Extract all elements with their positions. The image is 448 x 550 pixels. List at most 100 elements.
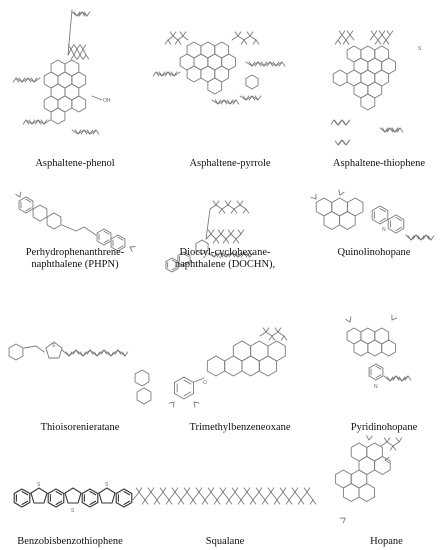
double-bond	[123, 500, 131, 506]
hydrogen-bond	[150, 487, 155, 493]
hydrogen-bond	[172, 31, 177, 37]
hydrogen-bond	[401, 376, 406, 382]
hydrogen-bond	[283, 335, 288, 341]
ring-bond	[371, 205, 389, 225]
hydrogen-bond	[262, 327, 267, 333]
molecule-pyridinohopane: N Pyridinohopane	[320, 310, 448, 440]
ring-bond	[50, 107, 66, 125]
hydrogen-bond	[103, 349, 108, 355]
chain-bond	[193, 377, 205, 383]
molecule-dochn: Dioctyl-cyclohexane- naphthalene (DOCHN)…	[150, 185, 300, 305]
s-atom: S	[105, 482, 109, 488]
hydrogen-bond	[243, 39, 248, 45]
hydrogen-bond	[248, 61, 253, 67]
hydrogen-bond	[261, 499, 266, 505]
hydrogen-bond	[31, 119, 36, 125]
hydrogen-bond	[258, 487, 263, 493]
hydrogen-bond	[180, 499, 185, 505]
hydrogen-bond	[96, 351, 101, 357]
ring-bond	[374, 455, 391, 476]
ring-bond	[81, 488, 99, 508]
chain-bond	[23, 345, 45, 353]
hydrogen-bond	[228, 499, 233, 505]
hydrogen-bond	[162, 487, 167, 493]
hydrogen-bond	[269, 61, 274, 67]
hydrogen-bond	[240, 499, 245, 505]
hydrogen-bond	[392, 375, 397, 381]
hydrogen-bond	[399, 127, 404, 133]
hopane-structure	[335, 435, 403, 524]
ring-bond	[13, 488, 31, 508]
ring-bond	[245, 74, 259, 90]
hydrogen-bond	[204, 499, 209, 505]
hydrogen-bond	[152, 71, 157, 77]
hydrogen-bond	[173, 71, 178, 77]
hydrogen-bond	[427, 235, 432, 241]
hydrogen-bond	[224, 200, 229, 206]
hydrogen-bond	[349, 30, 354, 36]
hydrogen-bond	[266, 61, 271, 67]
hydrogen-bond	[217, 229, 222, 235]
ring-bond	[110, 234, 126, 252]
hydrogen-bond	[193, 401, 196, 408]
molecule-squalane: Squalane	[125, 440, 325, 550]
hydrogen-bond	[338, 30, 343, 36]
hydrogen-bond	[232, 238, 237, 244]
hydrogen-bond	[368, 435, 373, 441]
o-atom: O	[203, 380, 207, 386]
hydrogen-bond	[389, 127, 394, 133]
double-bond	[21, 500, 29, 506]
asphaltene-phenol-label: Asphaltene-phenol	[35, 158, 115, 169]
hydrogen-bond	[141, 499, 146, 505]
hydrogen-bond	[177, 499, 182, 505]
double-bond	[171, 259, 177, 263]
molecule-asphaltene-phenol: OH Asphaltene-phenol	[0, 0, 150, 185]
hydrogen-bond	[257, 61, 262, 67]
ring-bond	[136, 387, 152, 405]
ring-bond	[18, 196, 34, 214]
hydrogen-bond	[382, 39, 387, 45]
hydrogen-bond	[333, 119, 338, 125]
hydrogen-bond	[70, 54, 75, 60]
hydrogen-bond	[394, 127, 399, 133]
hydrogen-bond	[229, 99, 234, 105]
squalane-label: Squalane	[205, 536, 245, 547]
hydrogen-bond	[303, 487, 308, 493]
ring-bond	[206, 355, 226, 377]
hydrogen-bond	[271, 335, 276, 341]
hydrogen-bond	[213, 499, 218, 505]
double-bond	[89, 500, 97, 506]
double-bond	[123, 490, 131, 496]
hydrogen-bond	[78, 11, 83, 17]
hydrogen-bond	[153, 499, 158, 505]
hydrogen-bond	[389, 376, 394, 382]
hydrogen-bond	[82, 54, 87, 60]
ring-bond	[323, 210, 341, 231]
hydrogen-bond	[124, 351, 129, 357]
hydrogen-bond	[246, 487, 251, 493]
hydrogen-bond	[239, 200, 244, 206]
hydrogen-bond	[147, 487, 152, 493]
hydrogen-bond	[392, 445, 397, 451]
double-bond	[117, 236, 124, 241]
chain-bond	[205, 208, 211, 240]
hydrogen-bond	[76, 44, 81, 50]
hydrogen-bond	[337, 140, 342, 146]
hydrogen-bond	[89, 349, 94, 355]
hydrogen-bond	[377, 39, 382, 45]
hydrogen-bond	[342, 39, 347, 45]
chain-bond	[61, 224, 97, 236]
asphaltene-phenol-structure: OH	[12, 9, 111, 135]
hydrogen-bond	[216, 252, 221, 258]
phpn-label-line2: naphthalene (PHPN)	[31, 259, 119, 270]
ring-bond	[358, 482, 376, 503]
hydrogen-bond	[342, 517, 346, 524]
hydrogen-bond	[338, 139, 343, 145]
hydrogen-bond	[294, 487, 299, 493]
hydrogen-bond	[243, 252, 248, 258]
hydrogen-bond	[167, 71, 172, 77]
hydrogen-bond	[398, 376, 403, 382]
hydrogen-bond	[341, 139, 346, 145]
hydrogen-bond	[12, 77, 17, 83]
hydrogen-bond	[83, 129, 88, 135]
